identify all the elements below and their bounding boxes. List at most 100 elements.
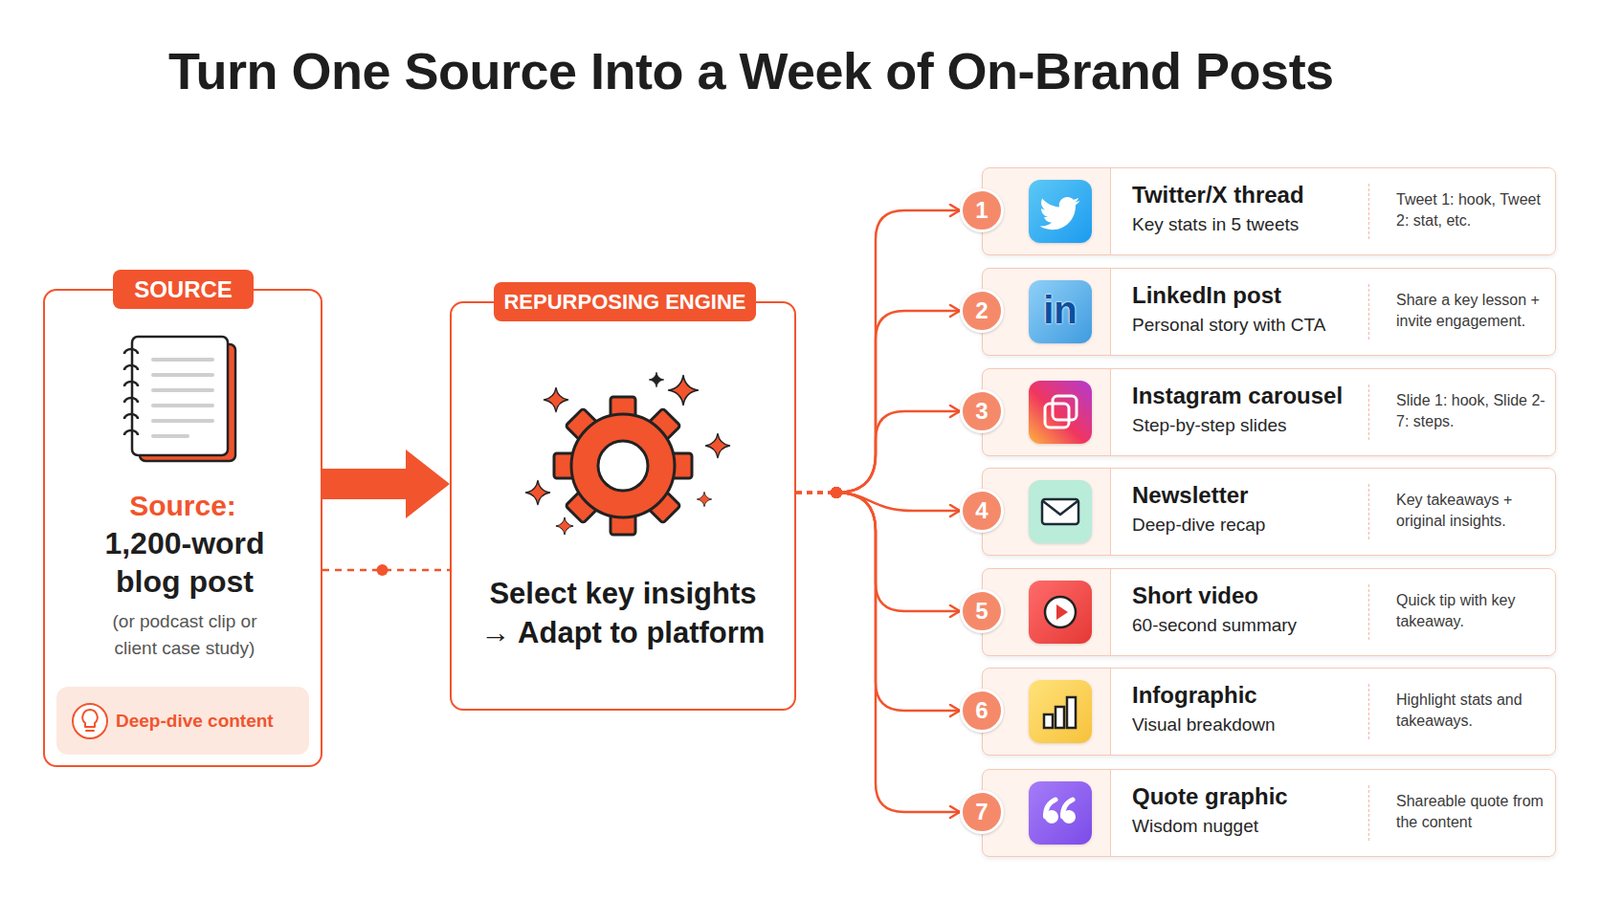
- step-number-circle: 4: [959, 488, 1004, 534]
- instagram-icon: [1028, 380, 1092, 445]
- dashed-trunk: [796, 491, 837, 495]
- connector: [796, 210, 960, 499]
- notebook-page: [132, 336, 228, 456]
- callout-number: 3: [962, 392, 1001, 431]
- bulb-base: [86, 730, 94, 733]
- connector: [796, 487, 960, 712]
- page-line: [153, 434, 188, 439]
- page-line: [153, 403, 213, 408]
- card-divider: [1368, 384, 1370, 441]
- card-subtitle: Visual breakdown: [1132, 712, 1276, 738]
- linkedin-logo-text: in: [1028, 280, 1092, 340]
- bar: [1055, 707, 1065, 729]
- slide-front: [1044, 403, 1069, 428]
- dashed-trunk: [796, 491, 837, 495]
- slide-back: [1052, 396, 1077, 421]
- ring: [124, 430, 138, 436]
- dashed-trunk: [796, 491, 837, 495]
- play-symbol: [1028, 580, 1092, 645]
- sparkle: [696, 491, 712, 507]
- page-line: [153, 373, 213, 378]
- quote-mark-symbol: [1028, 781, 1092, 845]
- card-panel: [1110, 468, 1556, 556]
- pill-text: Deep-dive content: [115, 687, 274, 756]
- card-description: Tweet 1: hook, Tweet 2: stat, etc.: [1396, 189, 1550, 232]
- bar: [1066, 697, 1076, 729]
- connector: [796, 487, 960, 512]
- quote-tail: [1044, 800, 1056, 818]
- gear-illustration: [554, 397, 692, 535]
- gear-teeth: [554, 397, 692, 535]
- envelope-body: [1042, 499, 1079, 525]
- ring: [124, 398, 138, 403]
- link-dot: [377, 564, 389, 577]
- card-description: Shareable quote from the content: [1396, 791, 1550, 834]
- card-subtitle: 60-second summary: [1132, 613, 1297, 639]
- card-title: Short video: [1132, 581, 1259, 611]
- card-subtitle: Key stats in 5 tweets: [1132, 212, 1299, 238]
- dashed-trunk: [796, 491, 837, 495]
- ring: [124, 414, 138, 420]
- branch-line: [836, 492, 960, 612]
- card-title: Newsletter: [1132, 481, 1248, 511]
- box-tab: REPURPOSING ENGINE: [493, 282, 756, 322]
- video-icon: [1028, 580, 1092, 645]
- page-line: [153, 357, 213, 362]
- play-triangle: [1056, 604, 1068, 621]
- block-arrow: [322, 449, 450, 519]
- infographic-icon: [1028, 680, 1092, 744]
- page-line: [153, 388, 213, 393]
- newsletter-icon: [1028, 480, 1092, 544]
- card-description: Slide 1: hook, Slide 2-7: steps.: [1396, 390, 1550, 433]
- connector: [796, 311, 960, 499]
- card-description: Highlight stats and takeaways.: [1396, 689, 1550, 733]
- source-note: (or podcast clip or client case study): [88, 608, 281, 663]
- card-title: Instagram carousel: [1132, 381, 1343, 411]
- sparkle: [555, 517, 574, 535]
- envelope-symbol: [1028, 480, 1092, 544]
- junction-dot: [830, 487, 843, 499]
- junction-dot: [830, 487, 843, 499]
- card-panel: [1110, 569, 1556, 656]
- bird-shape: [1039, 197, 1080, 230]
- engine-step: Select key insights: [451, 576, 795, 613]
- bulb-ring: [72, 704, 108, 739]
- branch-line: [836, 492, 960, 813]
- play-circle: [1044, 597, 1076, 628]
- branch-line: [836, 311, 960, 493]
- sparkle: [648, 372, 664, 387]
- engine-step: → Adapt to platform: [451, 615, 795, 652]
- card-description: Quick tip with key takeaway.: [1396, 590, 1550, 633]
- card-panel: [1110, 668, 1556, 756]
- step-number-circle: 3: [959, 389, 1004, 434]
- card-divider: [1368, 183, 1370, 240]
- source-label: Source:: [44, 488, 321, 525]
- callout-number: 7: [962, 793, 1001, 832]
- sparkle: [705, 433, 730, 458]
- card-subtitle: Personal story with CTA: [1132, 312, 1326, 338]
- bulb-icon: [72, 704, 108, 739]
- sparkle: [525, 480, 550, 505]
- branch-line: [836, 210, 960, 493]
- card-divider: [1368, 785, 1370, 842]
- callout-number: 1: [962, 191, 1001, 230]
- dashed-trunk: [796, 491, 837, 495]
- notebook-lines: [153, 359, 213, 437]
- box-tab: SOURCE: [112, 269, 254, 310]
- card-title: LinkedIn post: [1132, 281, 1282, 311]
- junction-dot: [830, 487, 843, 499]
- envelope-flap: [1043, 501, 1078, 515]
- gear-hole: [598, 441, 648, 491]
- quote-icon: [1028, 781, 1092, 845]
- card-title: Twitter/X thread: [1132, 180, 1305, 210]
- dashed-trunk: [796, 491, 837, 495]
- card-title: Quote graphic: [1132, 782, 1289, 812]
- card-subtitle: Deep-dive recap: [1132, 512, 1266, 538]
- notebook-rings: [124, 349, 138, 436]
- ring: [124, 381, 138, 387]
- ring: [124, 349, 138, 355]
- card-divider: [1368, 584, 1370, 641]
- card-panel: [1110, 168, 1556, 255]
